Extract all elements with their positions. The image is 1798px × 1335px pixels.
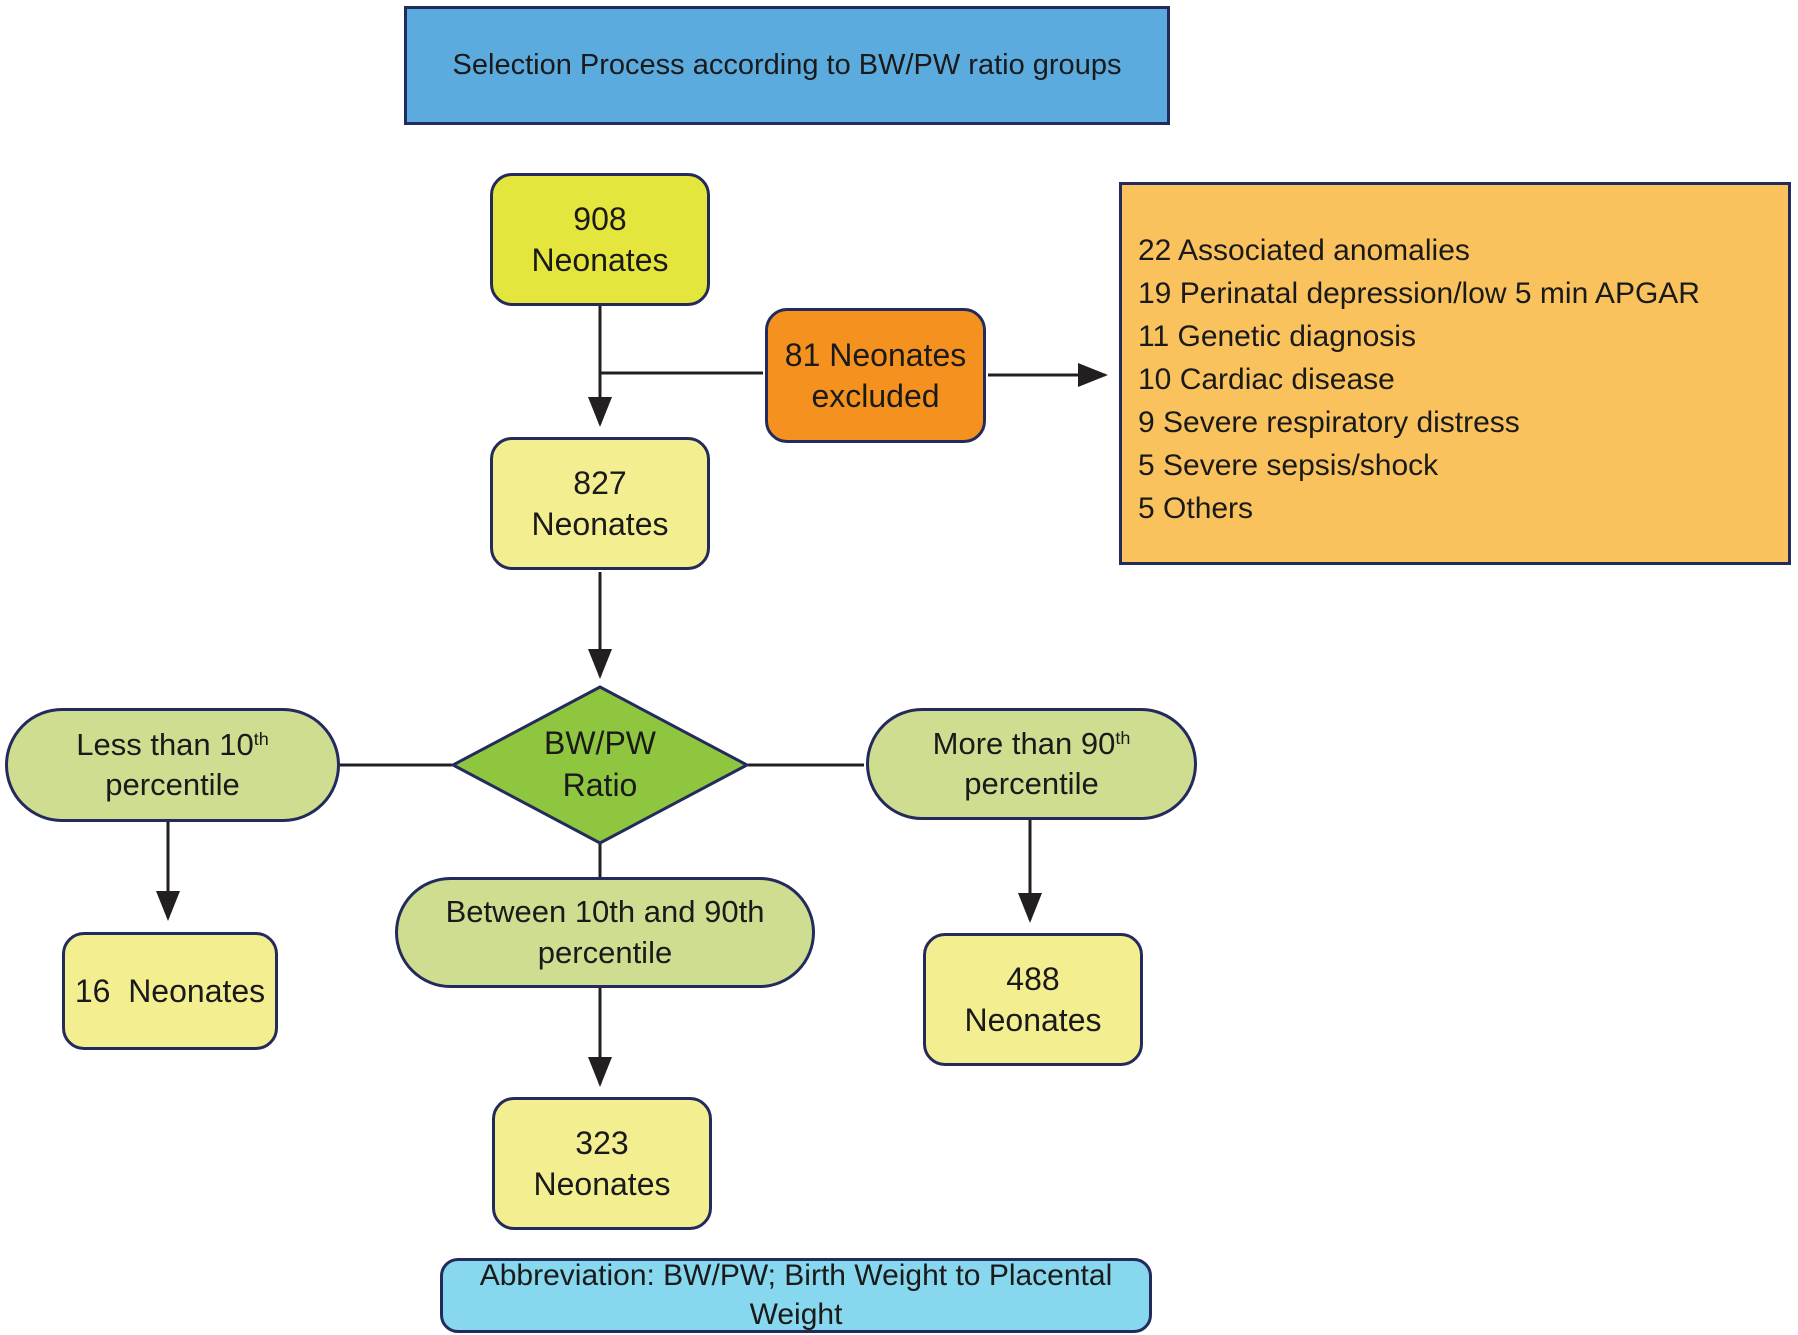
oval-more-line1: More than 90th — [932, 725, 1131, 761]
node-488-label: Neonates — [964, 1001, 1102, 1038]
exclusion-item: 11 Genetic diagnosis — [1138, 320, 1416, 353]
node-908-neonates: 908 Neonates — [490, 173, 710, 306]
exclusion-item: 5 Severe sepsis/shock — [1138, 449, 1439, 482]
decision-line1: BW/PW — [544, 725, 656, 762]
title-box: Selection Process according to BW/PW rat… — [404, 6, 1170, 125]
node-16-label: 16 Neonates — [74, 972, 266, 1009]
abbreviation-box: Abbreviation: BW/PW; Birth Weight to Pla… — [440, 1258, 1152, 1333]
exclusion-item: 22 Associated anomalies — [1138, 234, 1470, 267]
node-81-count: 81 Neonates — [784, 336, 967, 373]
oval-between-line1: Between 10th and 90th — [445, 894, 765, 930]
exclusion-item: 19 Perinatal depression/low 5 min APGAR — [1138, 277, 1700, 310]
oval-more-than-90th: More than 90th percentile — [866, 708, 1197, 820]
oval-between-line2: percentile — [537, 934, 673, 970]
exclusion-list-box: 22 Associated anomalies 19 Perinatal dep… — [1119, 182, 1791, 565]
oval-less-line2: percentile — [105, 767, 240, 802]
exclusion-item: 5 Others — [1138, 492, 1254, 525]
oval-more-line2: percentile — [964, 766, 1099, 801]
node-908-label: Neonates — [531, 241, 669, 278]
superscript-th: th — [253, 728, 269, 749]
node-908-count: 908 — [573, 200, 627, 237]
node-323-label: Neonates — [533, 1165, 671, 1202]
exclusion-item: 10 Cardiac disease — [1138, 363, 1395, 396]
node-81-excluded: 81 Neonates excluded — [765, 308, 986, 443]
decision-diamond-label: BW/PW Ratio — [453, 687, 747, 843]
node-827-neonates: 827 Neonates — [490, 437, 710, 570]
node-323-neonates: 323 Neonates — [492, 1097, 712, 1230]
node-488-count: 488 — [1006, 960, 1060, 997]
decision-line2: Ratio — [562, 767, 638, 803]
oval-less-than-10th: Less than 10th percentile — [5, 708, 340, 822]
oval-less-line1: Less than 10th — [76, 726, 269, 762]
node-81-label: excluded — [811, 377, 940, 414]
oval-between-10-90: Between 10th and 90th percentile — [395, 877, 815, 988]
title-text: Selection Process according to BW/PW rat… — [452, 48, 1122, 81]
decision-diamond-shape — [449, 685, 751, 845]
exclusion-item: 9 Severe respiratory distress — [1138, 406, 1520, 439]
node-827-label: Neonates — [531, 505, 669, 542]
node-16-neonates: 16 Neonates — [62, 932, 278, 1050]
node-827-count: 827 — [573, 464, 627, 501]
node-488-neonates: 488 Neonates — [923, 933, 1143, 1066]
abbreviation-text: Abbreviation: BW/PW; Birth Weight to Pla… — [479, 1259, 1113, 1331]
node-323-count: 323 — [575, 1124, 629, 1161]
superscript-th: th — [1115, 727, 1131, 748]
